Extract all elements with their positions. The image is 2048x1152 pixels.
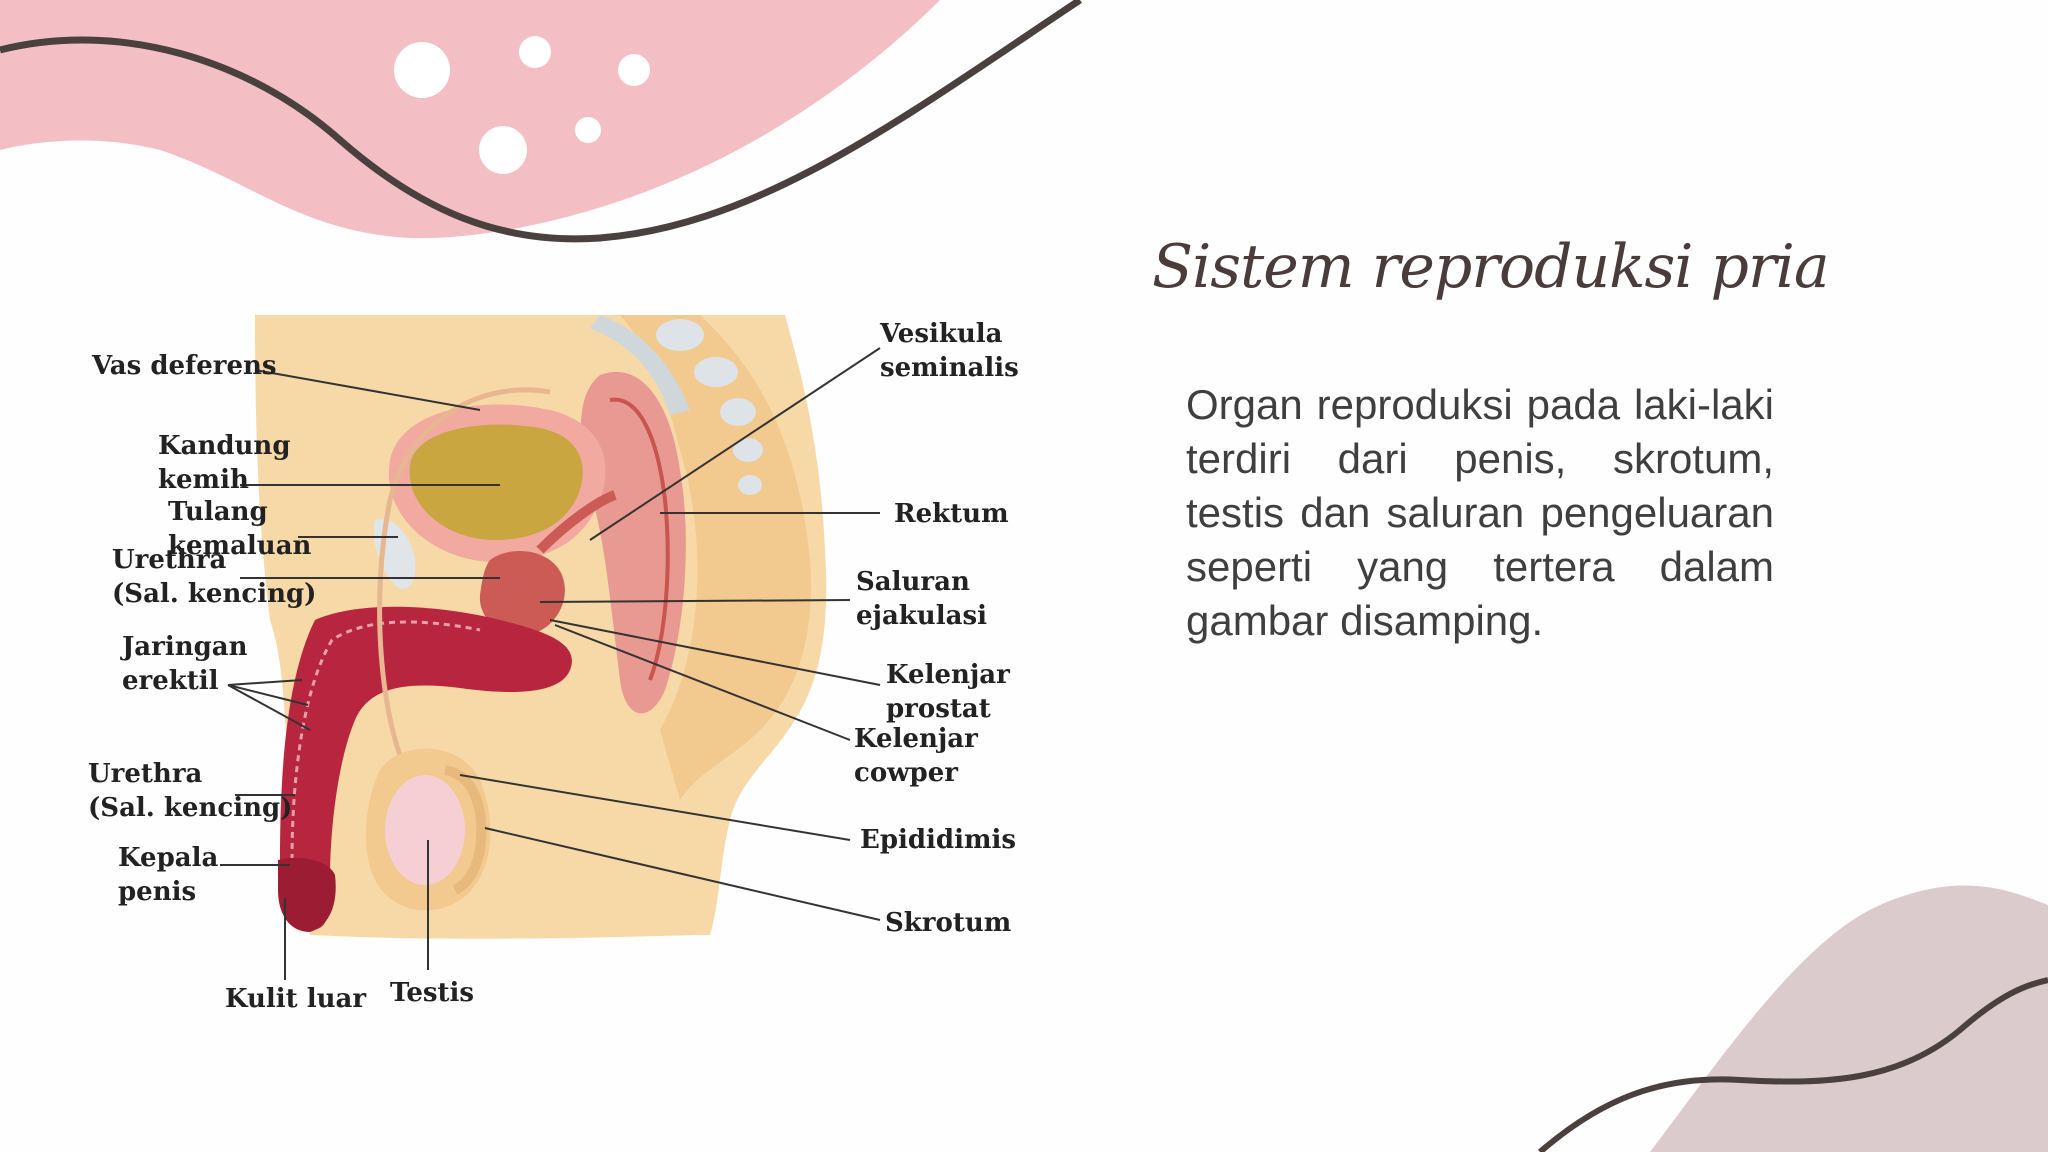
- bladder: [409, 424, 583, 540]
- label-saluran-ejakulasi: Saluran: [856, 567, 970, 597]
- label-urethra-bottom: Urethra: [88, 759, 203, 789]
- label-kelenjar-cowper: cowper: [854, 758, 958, 788]
- label-rektum: Rektum: [894, 499, 1009, 529]
- penis: [280, 606, 572, 930]
- epididymis: [443, 765, 487, 895]
- mauve-blob: [1650, 885, 2048, 1152]
- label-tulang-kemaluan: Tulang: [168, 497, 268, 527]
- dot-decoration: [479, 126, 527, 174]
- label-vas-deferens: Vas deferens: [91, 351, 277, 381]
- dot-decoration: [519, 36, 551, 68]
- rectum: [580, 371, 686, 714]
- label-saluran-ejakulasi: ejakulasi: [856, 601, 987, 631]
- prostate: [479, 551, 565, 636]
- label-urethra-bottom: (Sal. kencing): [88, 793, 292, 823]
- label-skrotum: Skrotum: [885, 908, 1011, 938]
- label-jaringan-erektil: Jaringan: [120, 632, 248, 662]
- label-vesikula-seminalis: Vesikula: [879, 319, 1003, 349]
- label-tulang-kemaluan: kemaluan: [168, 531, 312, 561]
- label-kelenjar-prostat: prostat: [886, 694, 991, 724]
- label-kelenjar-prostat: Kelenjar: [886, 660, 1010, 690]
- label-epididimis: Epididimis: [860, 825, 1016, 855]
- slide-title: Sistem reproduksi pria: [1152, 232, 1830, 302]
- label-vesikula-seminalis: seminalis: [880, 353, 1019, 383]
- label-kulit-luar: Kulit luar: [225, 984, 366, 1014]
- slide-body-text: Organ reproduksi pada laki-laki terdiri …: [1186, 381, 1774, 644]
- label-kepala-penis: Kepala: [118, 843, 218, 873]
- vas-deferens-line: [377, 387, 551, 782]
- leader-lines: [220, 347, 881, 980]
- label-testis: Testis: [390, 978, 474, 1008]
- male-reproductive-diagram: Vas deferens Kandung kemih Tulang kemalu…: [88, 315, 1019, 1014]
- spine: [590, 315, 763, 495]
- label-kandung-kemih: Kandung: [158, 431, 291, 461]
- label-kepala-penis: penis: [118, 877, 196, 907]
- top-wave-line: [0, 0, 1082, 243]
- label-urethra-top: (Sal. kencing): [112, 579, 316, 609]
- label-kelenjar-cowper: Kelenjar: [854, 724, 978, 754]
- dot-decoration: [575, 117, 601, 143]
- diagram-labels: Vas deferens Kandung kemih Tulang kemalu…: [88, 319, 1019, 1014]
- label-kandung-kemih: kemih: [158, 465, 249, 495]
- dot-decoration: [394, 42, 450, 98]
- glans: [278, 857, 336, 932]
- bottom-wave-line: [1538, 977, 2048, 1152]
- pink-blob: [0, 0, 940, 239]
- back-shape: [620, 315, 811, 800]
- label-urethra-top: Urethra: [112, 545, 227, 575]
- dot-decoration: [618, 54, 650, 86]
- label-jaringan-erektil: erektil: [122, 666, 219, 696]
- testis-shape: [385, 775, 465, 885]
